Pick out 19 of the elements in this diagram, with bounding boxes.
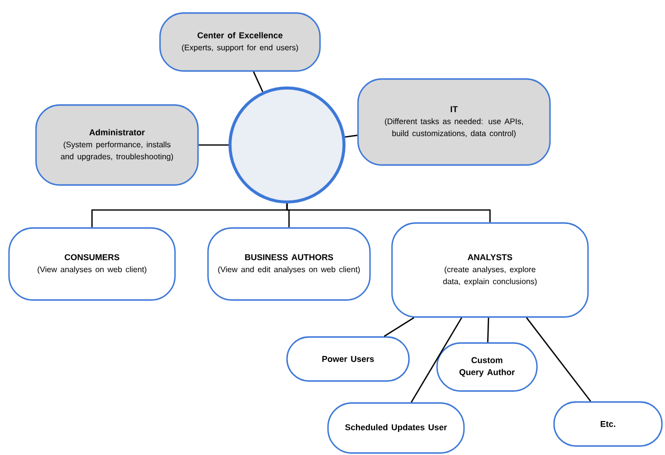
role-box: IT (Different tasks as needed: use APIs, build customizations, data control) <box>357 78 551 166</box>
connector-line <box>198 144 228 146</box>
connector-line <box>286 204 491 222</box>
connector-line <box>410 317 462 403</box>
connector-line <box>384 317 414 337</box>
role-box: BUSINESS AUTHORS (View and edit analyses on web client) <box>207 227 371 301</box>
role-box: Center of Excellence (Experts, support for end users) <box>159 12 321 72</box>
role-box: ANALYSTS (create analyses, explore data, explain conclusions) <box>391 222 589 318</box>
role-box: Power Users <box>286 336 410 382</box>
role-box: Etc. <box>553 401 663 447</box>
connector-line <box>487 318 490 342</box>
role-box: Custom Query Author <box>436 342 538 392</box>
role-box: Administrator (System performance, installs and upgrades, troubleshooting) <box>35 104 199 186</box>
connector-line <box>344 134 358 138</box>
connector-line <box>252 71 264 92</box>
connector-line <box>526 317 592 402</box>
role-box: Scheduled Updates User <box>327 402 465 454</box>
role-box: CONSUMERS (View analyses on web client) <box>8 227 176 301</box>
center-circle <box>228 86 346 204</box>
